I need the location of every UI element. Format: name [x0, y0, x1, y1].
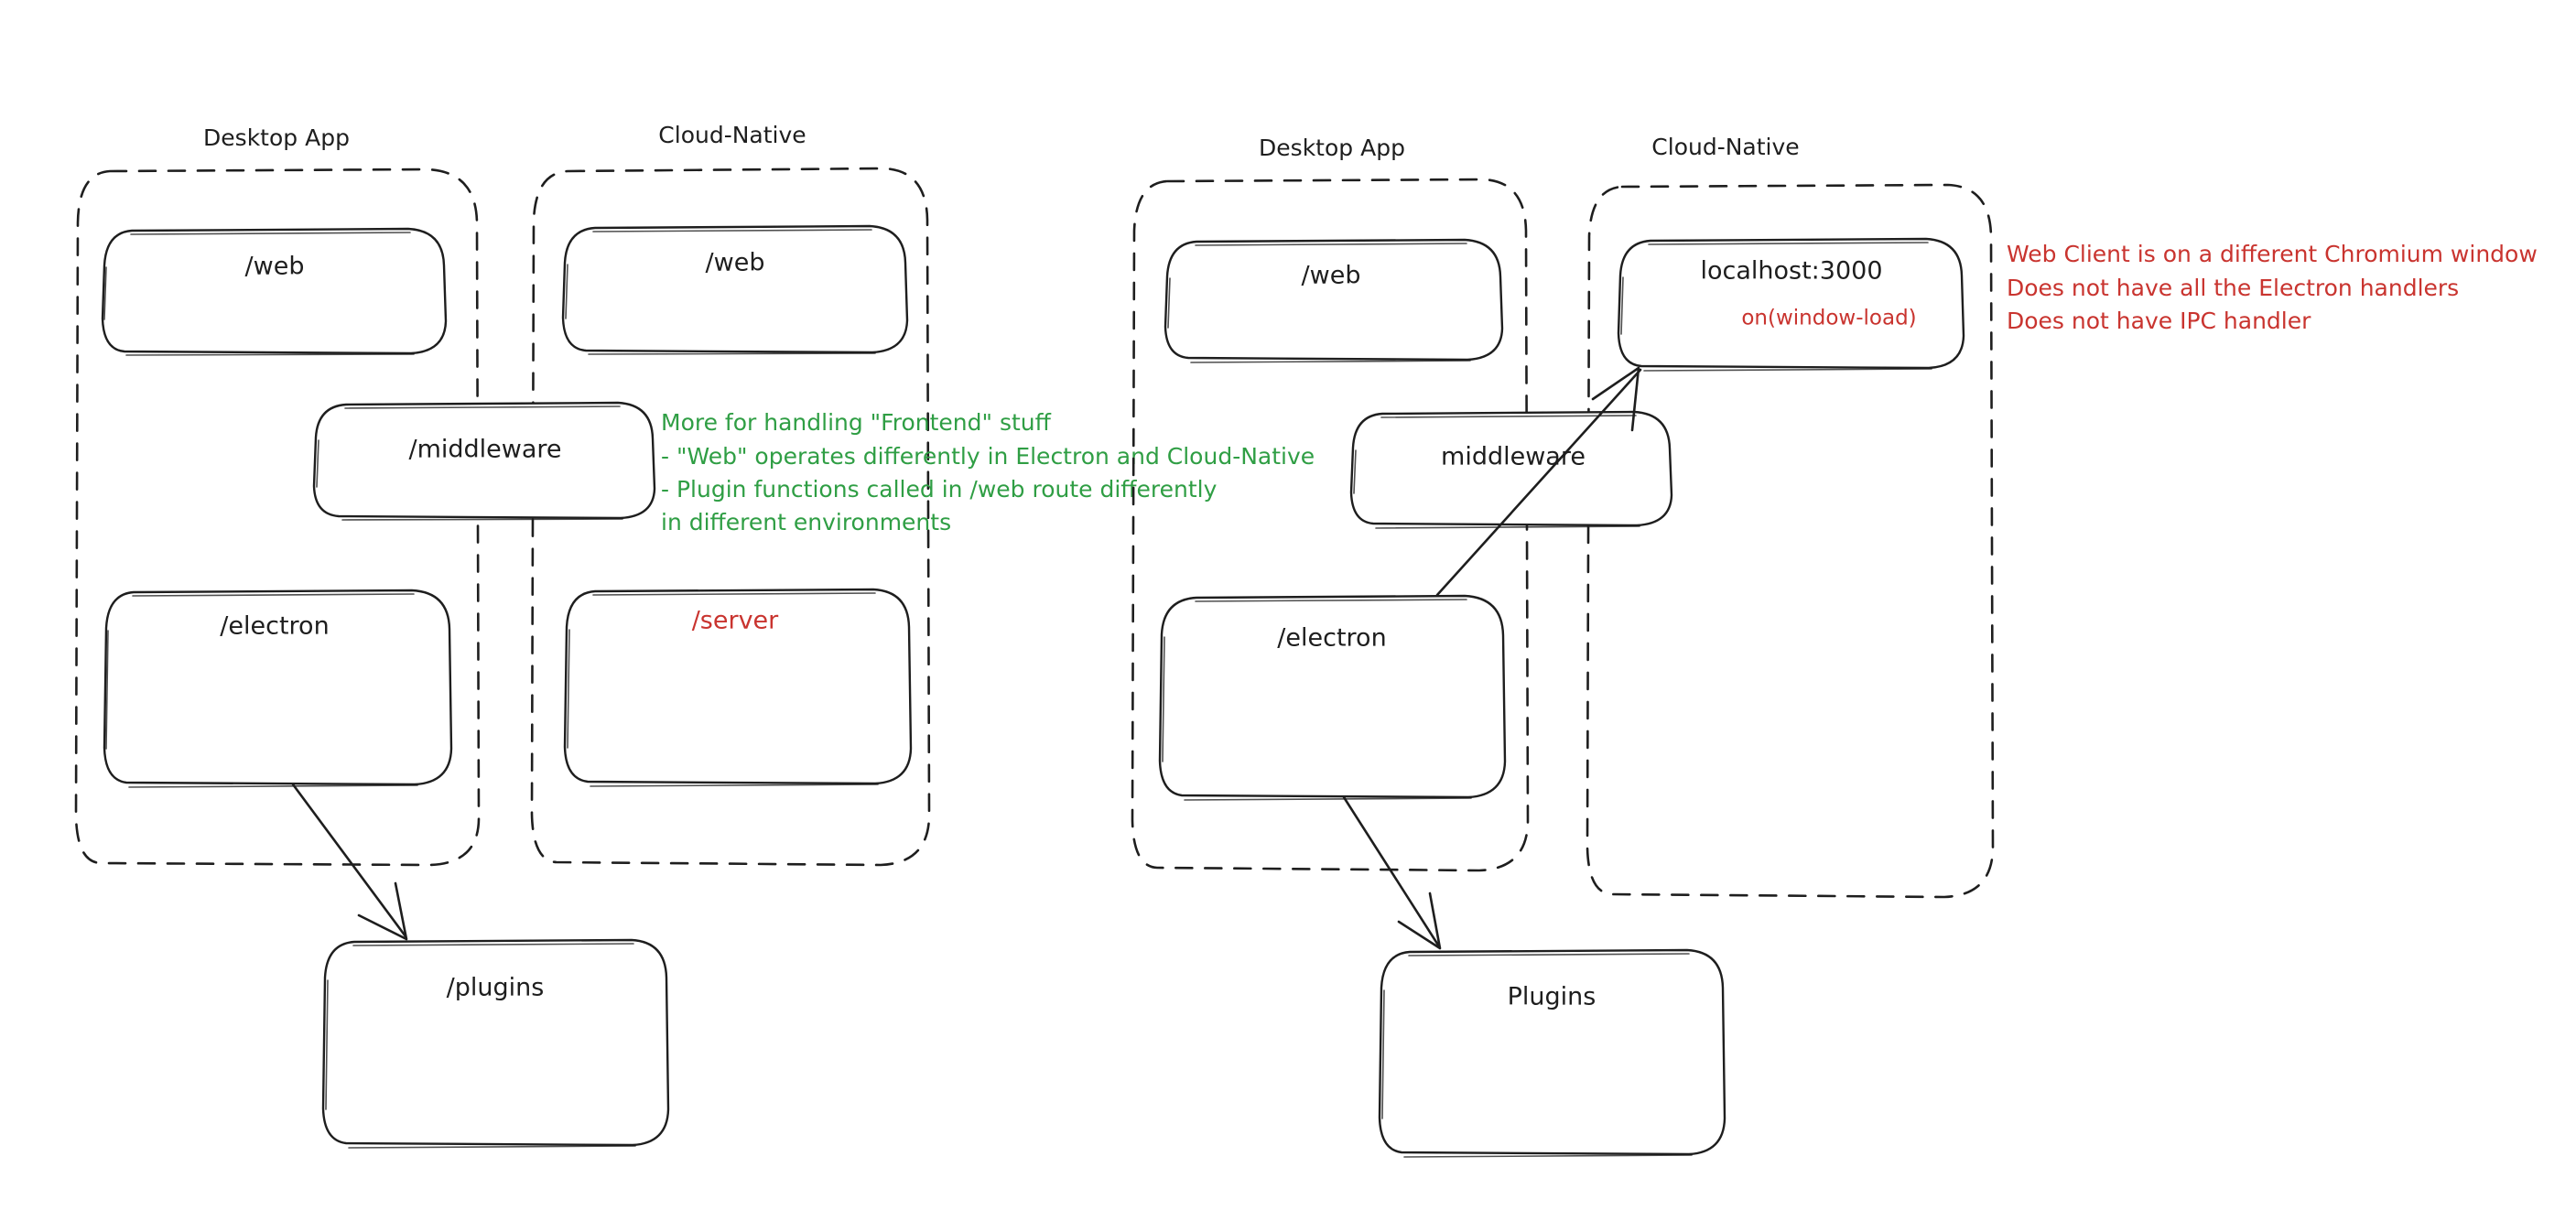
arrow-right-electron-to-plugins: [1342, 795, 1442, 950]
group-label-desktop-app: Desktop App: [203, 124, 350, 151]
box-left-server[interactable]: /server: [563, 588, 913, 787]
arrow-right-electron-to-localhost: [1435, 366, 1642, 597]
box-left-plugins[interactable]: /plugins: [321, 938, 670, 1149]
annotation-web-client-note: Web Client is on a different Chromium wi…: [2007, 241, 2538, 334]
box-label: /web: [1302, 262, 1361, 290]
box-outline: [561, 224, 909, 354]
box-outline-sketch: [1162, 599, 1472, 801]
box-outline-sketch: [1620, 242, 1932, 372]
group-label-cloud-native: Cloud-Native: [1651, 134, 1799, 160]
note-line: Does not have IPC handler: [2007, 308, 2311, 334]
arrow-head: [1397, 892, 1442, 950]
box-outline-sketch: [565, 229, 876, 355]
box-right-localhost[interactable]: localhost:3000 on(window-load): [1617, 237, 1965, 372]
box-left-middleware[interactable]: /middleware: [312, 401, 656, 521]
box-outline: [312, 401, 656, 520]
arrow-left-electron-to-plugins: [291, 783, 408, 941]
arrow-head: [357, 881, 408, 941]
dashed-container-outline: [1586, 183, 1995, 899]
box-outline-sketch: [567, 592, 879, 787]
box-outline-sketch: [1353, 415, 1640, 529]
box-label: middleware: [1441, 443, 1586, 471]
box-sublabel: on(window-load): [1741, 307, 1916, 330]
group-label-cloud-native: Cloud-Native: [658, 122, 806, 148]
box-label: /electron: [220, 612, 329, 641]
box-outline: [1378, 948, 1726, 1156]
box-label: /electron: [1277, 624, 1386, 653]
note-line: More for handling "Frontend" stuff: [661, 409, 1052, 436]
box-outline: [1164, 238, 1504, 362]
group-label-desktop-app: Desktop App: [1259, 135, 1405, 161]
box-label: /web: [245, 253, 305, 281]
arrow-shaft: [291, 783, 407, 938]
box-label: /web: [706, 249, 765, 277]
box-outline: [321, 938, 670, 1147]
group-left-cloud-native[interactable]: Cloud-Native: [530, 122, 931, 867]
box-outline-sketch: [316, 405, 623, 521]
note-line: Web Client is on a different Chromium wi…: [2007, 241, 2538, 267]
box-label: /middleware: [408, 436, 561, 464]
box-outline-sketch: [1167, 243, 1471, 363]
annotation-middleware-note: More for handling "Frontend" stuff - "We…: [661, 409, 1315, 535]
note-line: in different environments: [661, 509, 951, 535]
group-right-cloud-native[interactable]: Cloud-Native: [1586, 134, 1995, 899]
box-outline: [1158, 594, 1507, 799]
arrow-head: [1591, 366, 1640, 432]
group-right-desktop-app[interactable]: Desktop App: [1131, 135, 1530, 872]
dashed-container-outline: [74, 168, 481, 867]
box-outline: [1349, 410, 1673, 527]
box-label: Plugins: [1508, 983, 1596, 1011]
box-outline-sketch: [105, 593, 418, 788]
box-outline-sketch: [325, 943, 636, 1149]
box-outline: [101, 227, 448, 355]
group-left-desktop-app[interactable]: Desktop App: [74, 124, 481, 867]
box-outline-sketch: [103, 232, 415, 356]
box-right-electron[interactable]: /electron: [1158, 594, 1507, 801]
box-outline: [563, 588, 913, 785]
note-line: - Plugin functions called in /web route …: [661, 476, 1218, 503]
box-left-desktop-web[interactable]: /web: [101, 227, 448, 356]
box-label: /server: [692, 607, 779, 635]
box-label: localhost:3000: [1700, 257, 1882, 286]
arrow-shaft: [1342, 795, 1441, 948]
box-outline: [103, 589, 453, 786]
box-label: /plugins: [447, 974, 545, 1002]
dashed-container-outline: [1131, 178, 1530, 872]
box-left-electron[interactable]: /electron: [103, 589, 453, 788]
box-right-desktop-web[interactable]: /web: [1164, 238, 1504, 363]
dashed-container-outline: [530, 167, 931, 867]
note-line: - "Web" operates differently in Electron…: [661, 443, 1315, 470]
box-right-middleware[interactable]: middleware: [1349, 410, 1673, 529]
arrow-shaft: [1435, 368, 1642, 597]
box-right-plugins[interactable]: Plugins: [1378, 948, 1726, 1158]
box-outline: [1617, 237, 1965, 370]
note-line: Does not have all the Electron handlers: [2007, 275, 2459, 301]
box-left-cloud-web[interactable]: /web: [561, 224, 909, 355]
box-outline-sketch: [1381, 953, 1693, 1158]
